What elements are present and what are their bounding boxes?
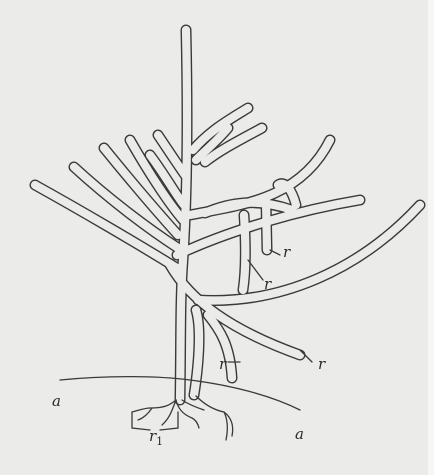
label-r-upper: r — [283, 243, 290, 261]
branches — [35, 30, 420, 400]
crossing-branch — [170, 265, 300, 355]
label-r-lower: r — [219, 355, 226, 373]
label-a-left: a — [52, 392, 61, 410]
label-r-right: r — [318, 355, 325, 373]
label-r1-subscript: 1 — [156, 435, 163, 448]
label-a-right: a — [295, 425, 304, 443]
label-r1: r1 — [149, 427, 163, 448]
label-r-middle: r — [264, 275, 271, 293]
